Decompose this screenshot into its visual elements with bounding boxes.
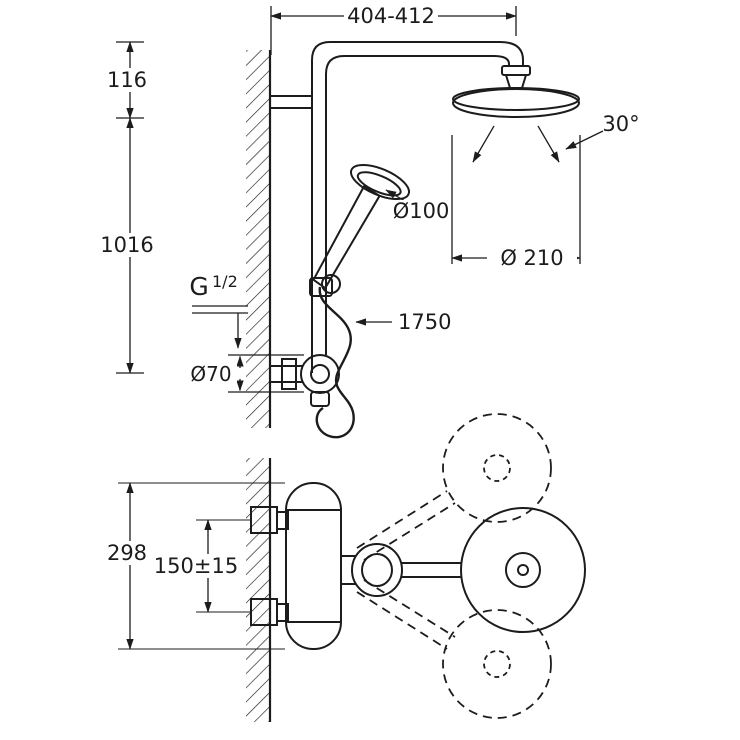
dim-inlet-spacing: 150±15 bbox=[154, 554, 238, 578]
shower-arm-plan bbox=[340, 543, 461, 597]
swivel-range-dashed bbox=[356, 413, 552, 719]
dim-spray-angle: 30° bbox=[602, 112, 639, 136]
dim-head-offset: 116 bbox=[107, 68, 147, 92]
shower-hose bbox=[315, 286, 355, 439]
lower-plan-view bbox=[246, 413, 586, 722]
head-shower bbox=[452, 65, 580, 118]
valve-body-plan bbox=[285, 482, 342, 650]
shower-column-pipe bbox=[311, 41, 524, 373]
dim-hose-length: 1750 bbox=[398, 310, 451, 334]
dim-valve-diameter: Ø70 bbox=[190, 362, 231, 386]
wall-bracket bbox=[269, 95, 313, 109]
dim-plan-width: 298 bbox=[107, 541, 147, 565]
dimension-labels: 404-412 116 1016 G 1/2 Ø70 Ø100 Ø 210 30… bbox=[100, 4, 639, 578]
wall-section-lower bbox=[246, 458, 272, 722]
label-thread-g: G bbox=[189, 272, 208, 301]
label-thread-size: 1/2 bbox=[212, 272, 238, 291]
upper-elevation-view bbox=[246, 41, 580, 439]
dim-width-range: 404-412 bbox=[347, 4, 435, 28]
dim-handshower-diameter: Ø100 bbox=[393, 199, 450, 223]
head-shower-plan bbox=[460, 507, 586, 633]
dim-column-height: 1016 bbox=[100, 233, 153, 257]
label-backgrounds bbox=[98, 5, 577, 578]
wall-section-upper bbox=[246, 50, 272, 428]
dim-headshower-diameter: Ø 210 bbox=[500, 246, 563, 270]
thermostat-valve bbox=[270, 354, 340, 407]
hand-shower bbox=[312, 163, 410, 290]
